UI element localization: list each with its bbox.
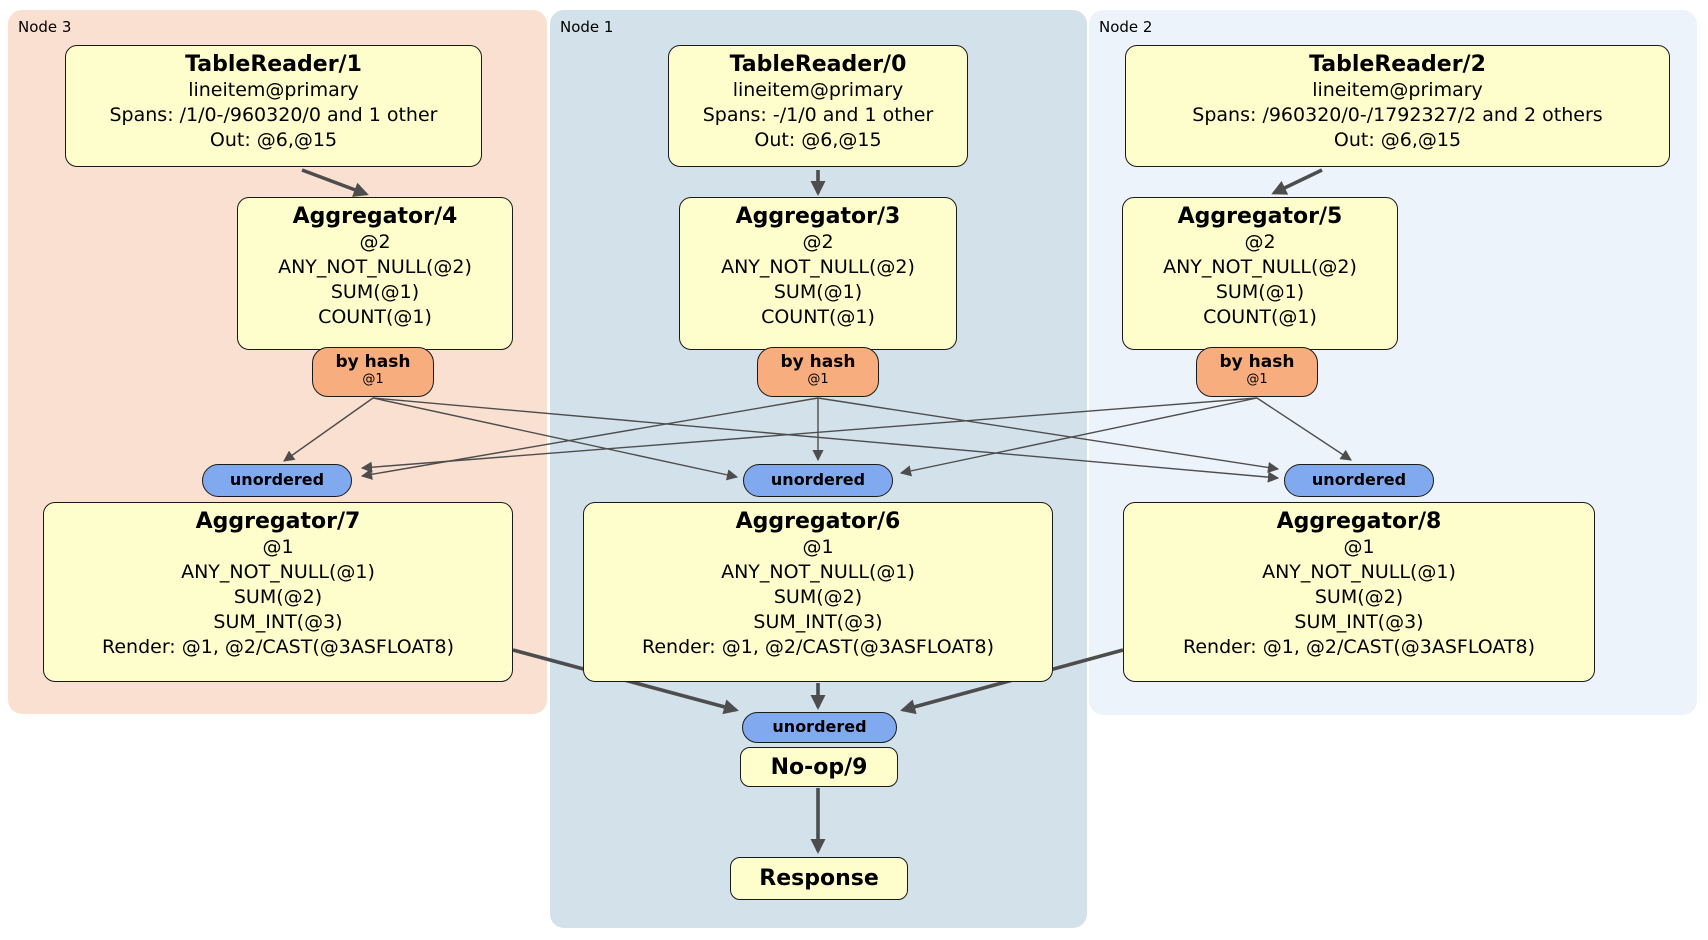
- box-response: Response: [730, 857, 908, 900]
- sync-label: unordered: [770, 470, 866, 489]
- box-line: Out: @6,@15: [209, 129, 338, 151]
- cluster-label-node-3: Node 3: [18, 18, 72, 36]
- edge-hash2-sync1: [899, 397, 1258, 477]
- box-line: lineitem@primary: [732, 79, 904, 101]
- box-aggregator-8: Aggregator/8 @1 ANY_NOT_NULL(@1) SUM(@2)…: [1123, 502, 1595, 682]
- edge-hash3-sync1: [372, 397, 739, 481]
- box-line: Out: @6,@15: [754, 129, 882, 151]
- box-aggregator-4: Aggregator/4 @2 ANY_NOT_NULL(@2) SUM(@1)…: [237, 197, 513, 350]
- box-line: @1: [1343, 536, 1375, 558]
- sync-unordered-final: unordered: [742, 712, 897, 743]
- box-title: TableReader/0: [729, 52, 907, 77]
- box-line: ANY_NOT_NULL(@1): [721, 561, 915, 583]
- router-key: @1: [362, 372, 384, 387]
- box-line: SUM(@2): [1314, 586, 1404, 608]
- box-line: COUNT(@1): [761, 306, 875, 328]
- box-line: ANY_NOT_NULL(@2): [1163, 256, 1357, 278]
- edge-hash2-sync3: [360, 397, 1258, 473]
- cluster-label-node-1: Node 1: [560, 18, 614, 36]
- box-title: Response: [759, 866, 879, 891]
- box-line: SUM_INT(@3): [753, 611, 883, 633]
- box-aggregator-6: Aggregator/6 @1 ANY_NOT_NULL(@1) SUM(@2)…: [583, 502, 1053, 682]
- sync-unordered-node1: unordered: [743, 464, 893, 497]
- box-line: lineitem@primary: [188, 79, 359, 101]
- router-key: @1: [1246, 372, 1268, 387]
- box-title: Aggregator/7: [195, 509, 361, 534]
- box-title: TableReader/2: [1309, 52, 1486, 77]
- box-no-op-9: No-op/9: [740, 747, 898, 787]
- edge-tr1-agg4: [301, 168, 369, 197]
- router-by-hash-node1: by hash @1: [757, 347, 879, 397]
- edge-hash1-sync2: [817, 397, 1280, 473]
- router-key: @1: [807, 372, 829, 387]
- router-by-hash-node3: by hash @1: [312, 347, 434, 397]
- box-line: @1: [802, 536, 834, 558]
- box-line: Spans: -/1/0 and 1 other: [702, 104, 934, 126]
- box-line: COUNT(@1): [1203, 306, 1317, 328]
- box-line: lineitem@primary: [1312, 79, 1483, 101]
- sync-unordered-node3: unordered: [202, 464, 352, 497]
- box-line: SUM(@1): [330, 281, 420, 303]
- edge-hash3-sync2: [372, 397, 1280, 483]
- box-line: ANY_NOT_NULL(@1): [181, 561, 375, 583]
- box-line: Render: @1, @2/CAST(@3ASFLOAT8): [102, 636, 454, 658]
- box-title: No-op/9: [770, 754, 868, 780]
- router-label: by hash: [335, 352, 411, 372]
- box-line: @2: [802, 231, 834, 253]
- sync-unordered-node2: unordered: [1284, 464, 1434, 497]
- box-line: Spans: /960320/0-/1792327/2 and 2 others: [1192, 104, 1603, 126]
- box-line: Spans: /1/0-/960320/0 and 1 other: [109, 104, 438, 126]
- box-line: ANY_NOT_NULL(@2): [278, 256, 472, 278]
- box-line: @2: [1244, 231, 1276, 253]
- box-aggregator-3: Aggregator/3 @2 ANY_NOT_NULL(@2) SUM(@1)…: [679, 197, 957, 350]
- box-line: SUM(@2): [773, 586, 863, 608]
- edge-tr2-agg5: [1271, 168, 1323, 195]
- box-tablereader-0: TableReader/0 lineitem@primary Spans: -/…: [668, 45, 968, 167]
- router-label: by hash: [1219, 352, 1295, 372]
- router-by-hash-node2: by hash @1: [1196, 347, 1318, 397]
- edge-hash3-sync3: [283, 397, 374, 462]
- box-title: TableReader/1: [185, 52, 362, 77]
- box-line: Render: @1, @2/CAST(@3ASFLOAT8): [642, 636, 994, 658]
- box-title: Aggregator/5: [1177, 204, 1343, 229]
- box-line: SUM_INT(@3): [1294, 611, 1424, 633]
- cluster-label-node-2: Node 2: [1099, 18, 1153, 36]
- box-line: @1: [262, 536, 294, 558]
- box-title: Aggregator/3: [735, 204, 901, 229]
- box-line: @2: [359, 231, 391, 253]
- box-line: SUM(@1): [1215, 281, 1305, 303]
- sync-label: unordered: [229, 470, 325, 489]
- box-tablereader-2: TableReader/2 lineitem@primary Spans: /9…: [1125, 45, 1670, 167]
- edge-hash1-sync3: [360, 397, 819, 480]
- box-line: SUM_INT(@3): [213, 611, 343, 633]
- box-title: Aggregator/8: [1276, 509, 1442, 534]
- box-title: Aggregator/4: [292, 204, 458, 229]
- box-line: COUNT(@1): [318, 306, 432, 328]
- box-aggregator-7: Aggregator/7 @1 ANY_NOT_NULL(@1) SUM(@2)…: [43, 502, 513, 682]
- box-line: ANY_NOT_NULL(@2): [721, 256, 915, 278]
- router-label: by hash: [780, 352, 856, 372]
- sync-label: unordered: [772, 717, 867, 736]
- box-line: Out: @6,@15: [1333, 129, 1462, 151]
- sync-label: unordered: [1311, 470, 1407, 489]
- box-line: SUM(@1): [773, 281, 863, 303]
- box-title: Aggregator/6: [735, 509, 901, 534]
- edge-hash2-sync2: [1256, 397, 1352, 461]
- box-tablereader-1: TableReader/1 lineitem@primary Spans: /1…: [65, 45, 482, 167]
- box-aggregator-5: Aggregator/5 @2 ANY_NOT_NULL(@2) SUM(@1)…: [1122, 197, 1398, 350]
- box-line: SUM(@2): [233, 586, 323, 608]
- box-line: Render: @1, @2/CAST(@3ASFLOAT8): [1183, 636, 1535, 658]
- box-line: ANY_NOT_NULL(@1): [1262, 561, 1456, 583]
